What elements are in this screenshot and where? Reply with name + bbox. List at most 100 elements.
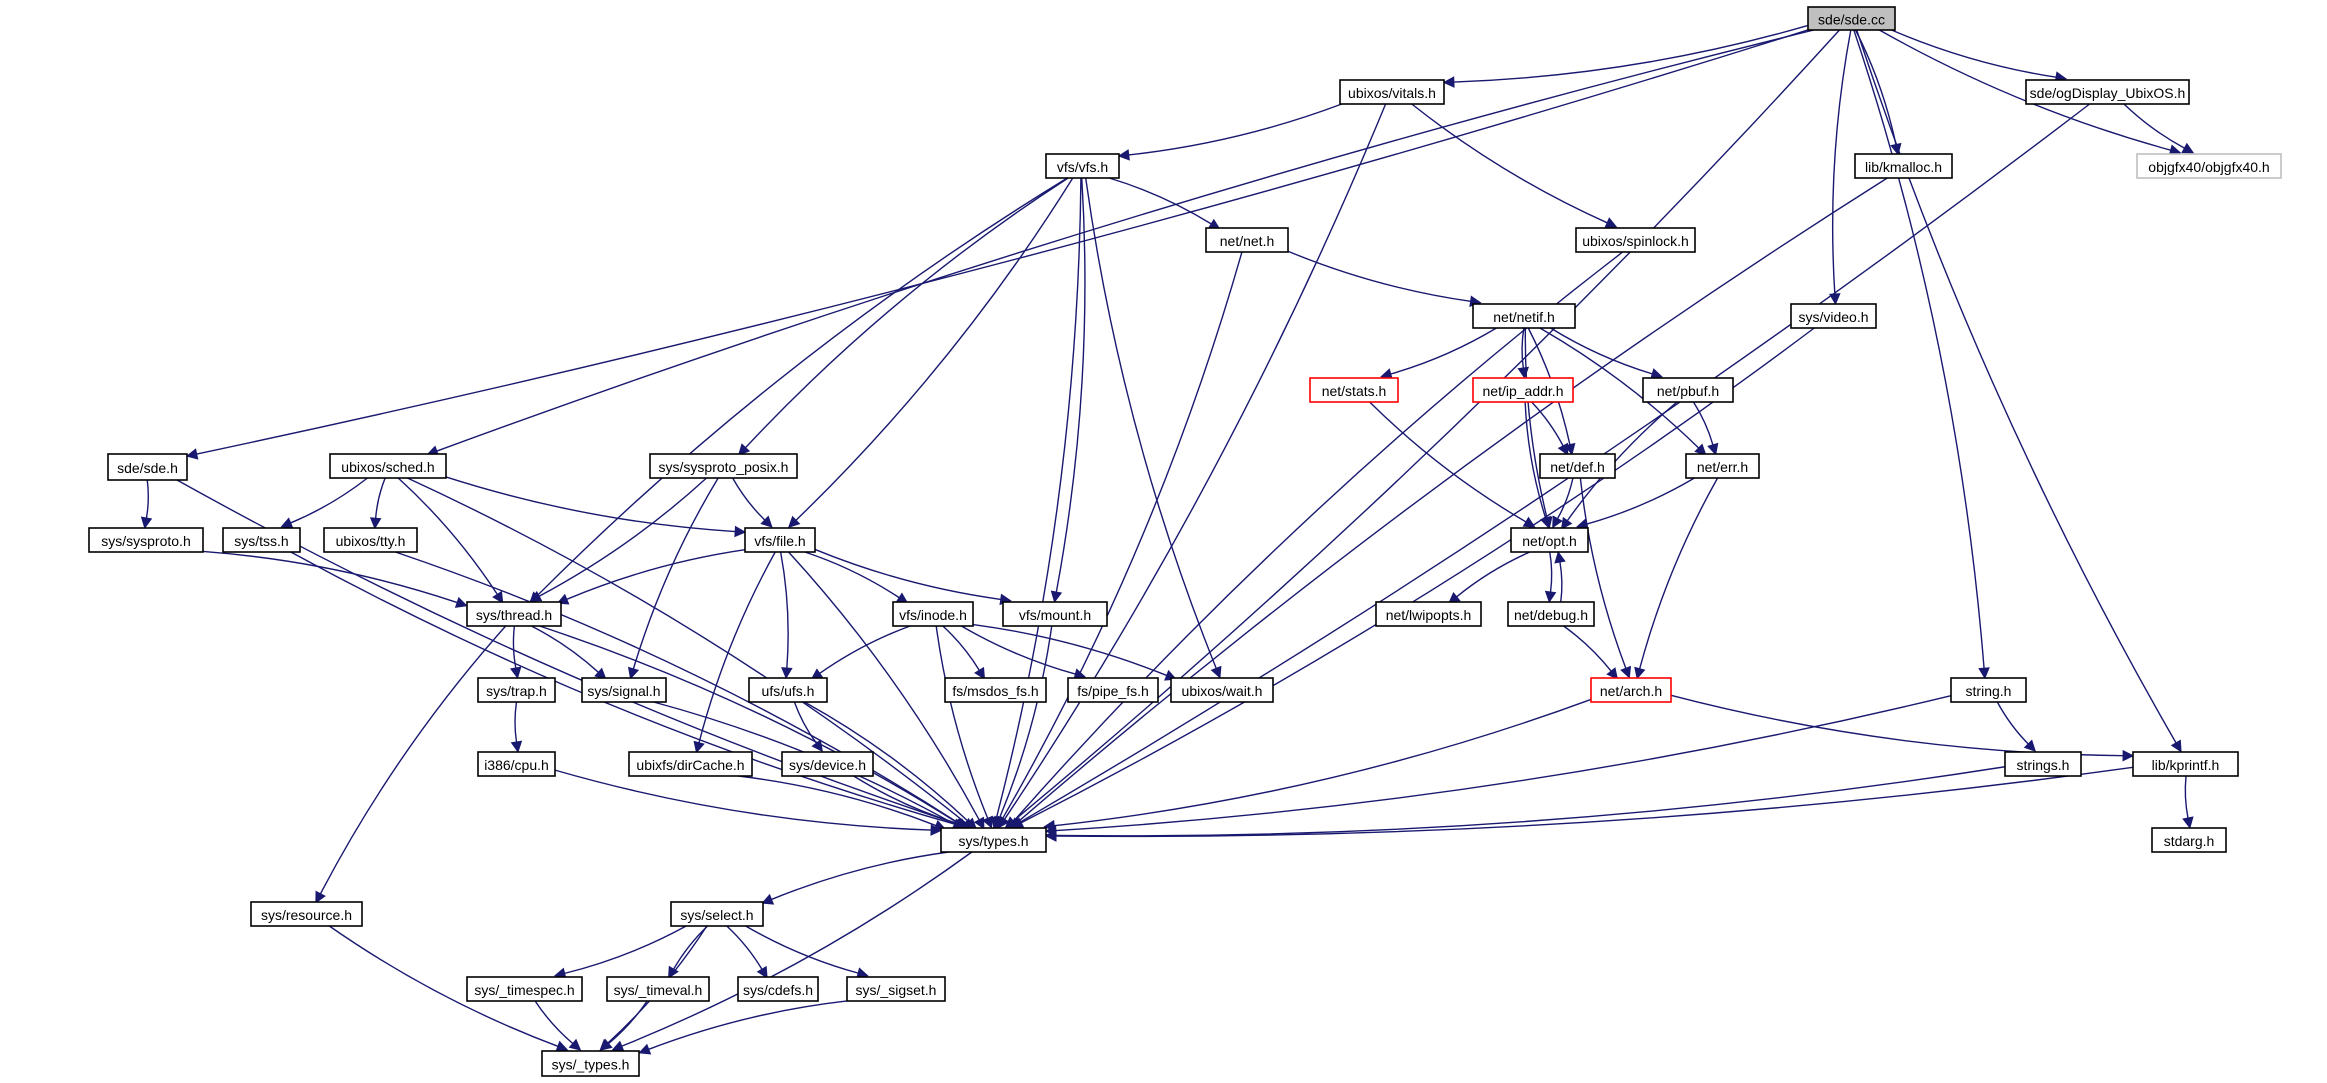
arrowhead-kprintf-to-stdarg (2182, 816, 2194, 829)
node-sysproto[interactable]: sys/sysproto.h (88, 527, 204, 553)
node-kprintf[interactable]: lib/kprintf.h (2132, 751, 2239, 777)
arrowhead-sde_cc-to-kprintf (2170, 739, 2182, 753)
node-netif[interactable]: net/netif.h (1472, 303, 1576, 329)
node-strings[interactable]: strings.h (2004, 751, 2082, 777)
edge-file-to-thread (566, 549, 746, 600)
edge-sched-to-tty (374, 477, 386, 519)
node-trap[interactable]: sys/trap.h (477, 677, 556, 703)
arrowhead-inode-to-types (982, 815, 993, 829)
node-spinlock[interactable]: ubixos/spinlock.h (1575, 227, 1696, 253)
node-box (250, 901, 363, 927)
edge-cpu-to-types (554, 769, 932, 831)
arrowhead-sched-to-tty (369, 517, 382, 530)
node-signal[interactable]: sys/signal.h (581, 677, 667, 703)
node-mount[interactable]: vfs/mount.h (1002, 601, 1108, 627)
edge-sysproto-to-thread (202, 550, 458, 604)
node-debug[interactable]: net/debug.h (1507, 601, 1595, 627)
node-lwipopts[interactable]: net/lwipopts.h (1375, 601, 1482, 627)
arrowhead-trap-to-cpu (510, 740, 523, 753)
node-label: net/opt.h (1522, 533, 1577, 549)
arrowhead-sigset-to-_types (638, 1043, 652, 1055)
node-tty[interactable]: ubixos/tty.h (323, 527, 418, 553)
node-inode[interactable]: vfs/inode.h (892, 601, 974, 627)
edge-debug-to-arch (1563, 625, 1612, 672)
node-vitals[interactable]: ubixos/vitals.h (1339, 79, 1445, 105)
node-err[interactable]: net/err.h (1685, 453, 1760, 479)
node-label: lib/kmalloc.h (1865, 159, 1942, 175)
node-box (1685, 453, 1760, 479)
node-ufs[interactable]: ufs/ufs.h (748, 677, 828, 703)
node-ogdisplay[interactable]: sde/ogDisplay_UbixOS.h (2025, 79, 2190, 105)
node-def[interactable]: net/def.h (1539, 453, 1616, 479)
edge-netif-to-opt (1524, 327, 1548, 519)
node-msdos[interactable]: fs/msdos_fs.h (944, 677, 1047, 703)
arrowhead-vitals-to-spinlock (1604, 217, 1618, 228)
node-types[interactable]: sys/types.h (940, 827, 1047, 853)
node-pbuf[interactable]: net/pbuf.h (1642, 377, 1734, 403)
edge-sigset-to-_types (648, 1000, 848, 1050)
edges-layer (140, 24, 2195, 1055)
node-label: i386/cpu.h (484, 757, 549, 773)
edge-vfs-to-mount (1055, 177, 1086, 593)
node-cdefs[interactable]: sys/cdefs.h (737, 976, 819, 1002)
node-stats[interactable]: net/stats.h (1309, 377, 1399, 403)
edge-sde_cc-to-kmalloc (1854, 29, 1897, 145)
node-label: net/netif.h (1493, 309, 1555, 325)
edge-tty-to-types (395, 551, 960, 825)
edge-sde_cc-to-kprintf (1855, 29, 2177, 744)
node-vfs[interactable]: vfs/vfs.h (1045, 153, 1120, 179)
node-sde-cc[interactable]: sde/sde.cc (1807, 6, 1896, 31)
node-box (466, 976, 583, 1002)
node-string[interactable]: string.h (1950, 677, 2027, 703)
node-select[interactable]: sys/select.h (670, 901, 764, 927)
node-ipaddr[interactable]: net/ip_addr.h (1472, 377, 1574, 403)
node-kmalloc[interactable]: lib/kmalloc.h (1854, 153, 1953, 179)
node-label: sys/resource.h (261, 907, 352, 923)
node-objgfx[interactable]: objgfx40/objgfx40.h (2136, 153, 2282, 179)
node-label: sys/_sigset.h (856, 982, 937, 998)
node-box (88, 527, 204, 553)
edge-pbuf-to-err (1692, 401, 1714, 446)
node--types[interactable]: sys/_types.h (541, 1050, 640, 1077)
node-resource[interactable]: sys/resource.h (250, 901, 363, 927)
node-opt[interactable]: net/opt.h (1510, 527, 1589, 553)
edge-file-to-inode (804, 551, 900, 599)
node-box (846, 976, 946, 1002)
node-tss[interactable]: sys/tss.h (222, 527, 301, 553)
node-box (1375, 601, 1482, 627)
node-label: ubixos/wait.h (1182, 683, 1263, 699)
node-box (2136, 153, 2282, 179)
node-box (1002, 601, 1108, 627)
node-wait[interactable]: ubixos/wait.h (1170, 677, 1274, 703)
node-cpu[interactable]: i386/cpu.h (477, 751, 556, 777)
node-file[interactable]: vfs/file.h (744, 527, 816, 553)
node-label: sys/_timeval.h (614, 982, 703, 998)
node-device[interactable]: sys/device.h (781, 751, 874, 777)
node-label: fs/msdos_fs.h (952, 683, 1038, 699)
node-timeval[interactable]: sys/_timeval.h (606, 976, 710, 1002)
node-box (2151, 827, 2227, 853)
node-arch[interactable]: net/arch.h (1590, 677, 1672, 703)
node-sched[interactable]: ubixos/sched.h (329, 453, 447, 479)
nodes-layer: sde/sde.cc ubixos/vitals.h sde/ogDisplay_U… (88, 6, 2282, 1077)
edge-err-to-opt (1586, 477, 1695, 525)
node-sigset[interactable]: sys/_sigset.h (846, 976, 946, 1002)
node-timespec[interactable]: sys/_timespec.h (466, 976, 583, 1002)
node-label: string.h (1966, 683, 2012, 699)
node-sde-h[interactable]: sde/sde.h (107, 453, 188, 481)
arrowhead-types-to-select (761, 893, 775, 905)
arrowhead-types-to-_types (611, 1040, 625, 1052)
node-netnet[interactable]: net/net.h (1205, 227, 1289, 253)
edge-dircache-to-types (738, 775, 937, 827)
node-dircache[interactable]: ubixfs/dirCache.h (628, 751, 753, 777)
edge-sde_cc-to-ogdisplay (1891, 29, 2057, 78)
node-sysproto-posix[interactable]: sys/sysproto_posix.h (649, 453, 798, 479)
node-box (1590, 677, 1672, 703)
node-thread[interactable]: sys/thread.h (466, 601, 562, 627)
node-pipe[interactable]: fs/pipe_fs.h (1067, 677, 1159, 703)
edge-def-to-arch (1579, 477, 1627, 669)
node-stdarg[interactable]: stdarg.h (2151, 827, 2227, 853)
node-label: net/err.h (1697, 459, 1748, 475)
node-video[interactable]: sys/video.h (1790, 303, 1877, 329)
